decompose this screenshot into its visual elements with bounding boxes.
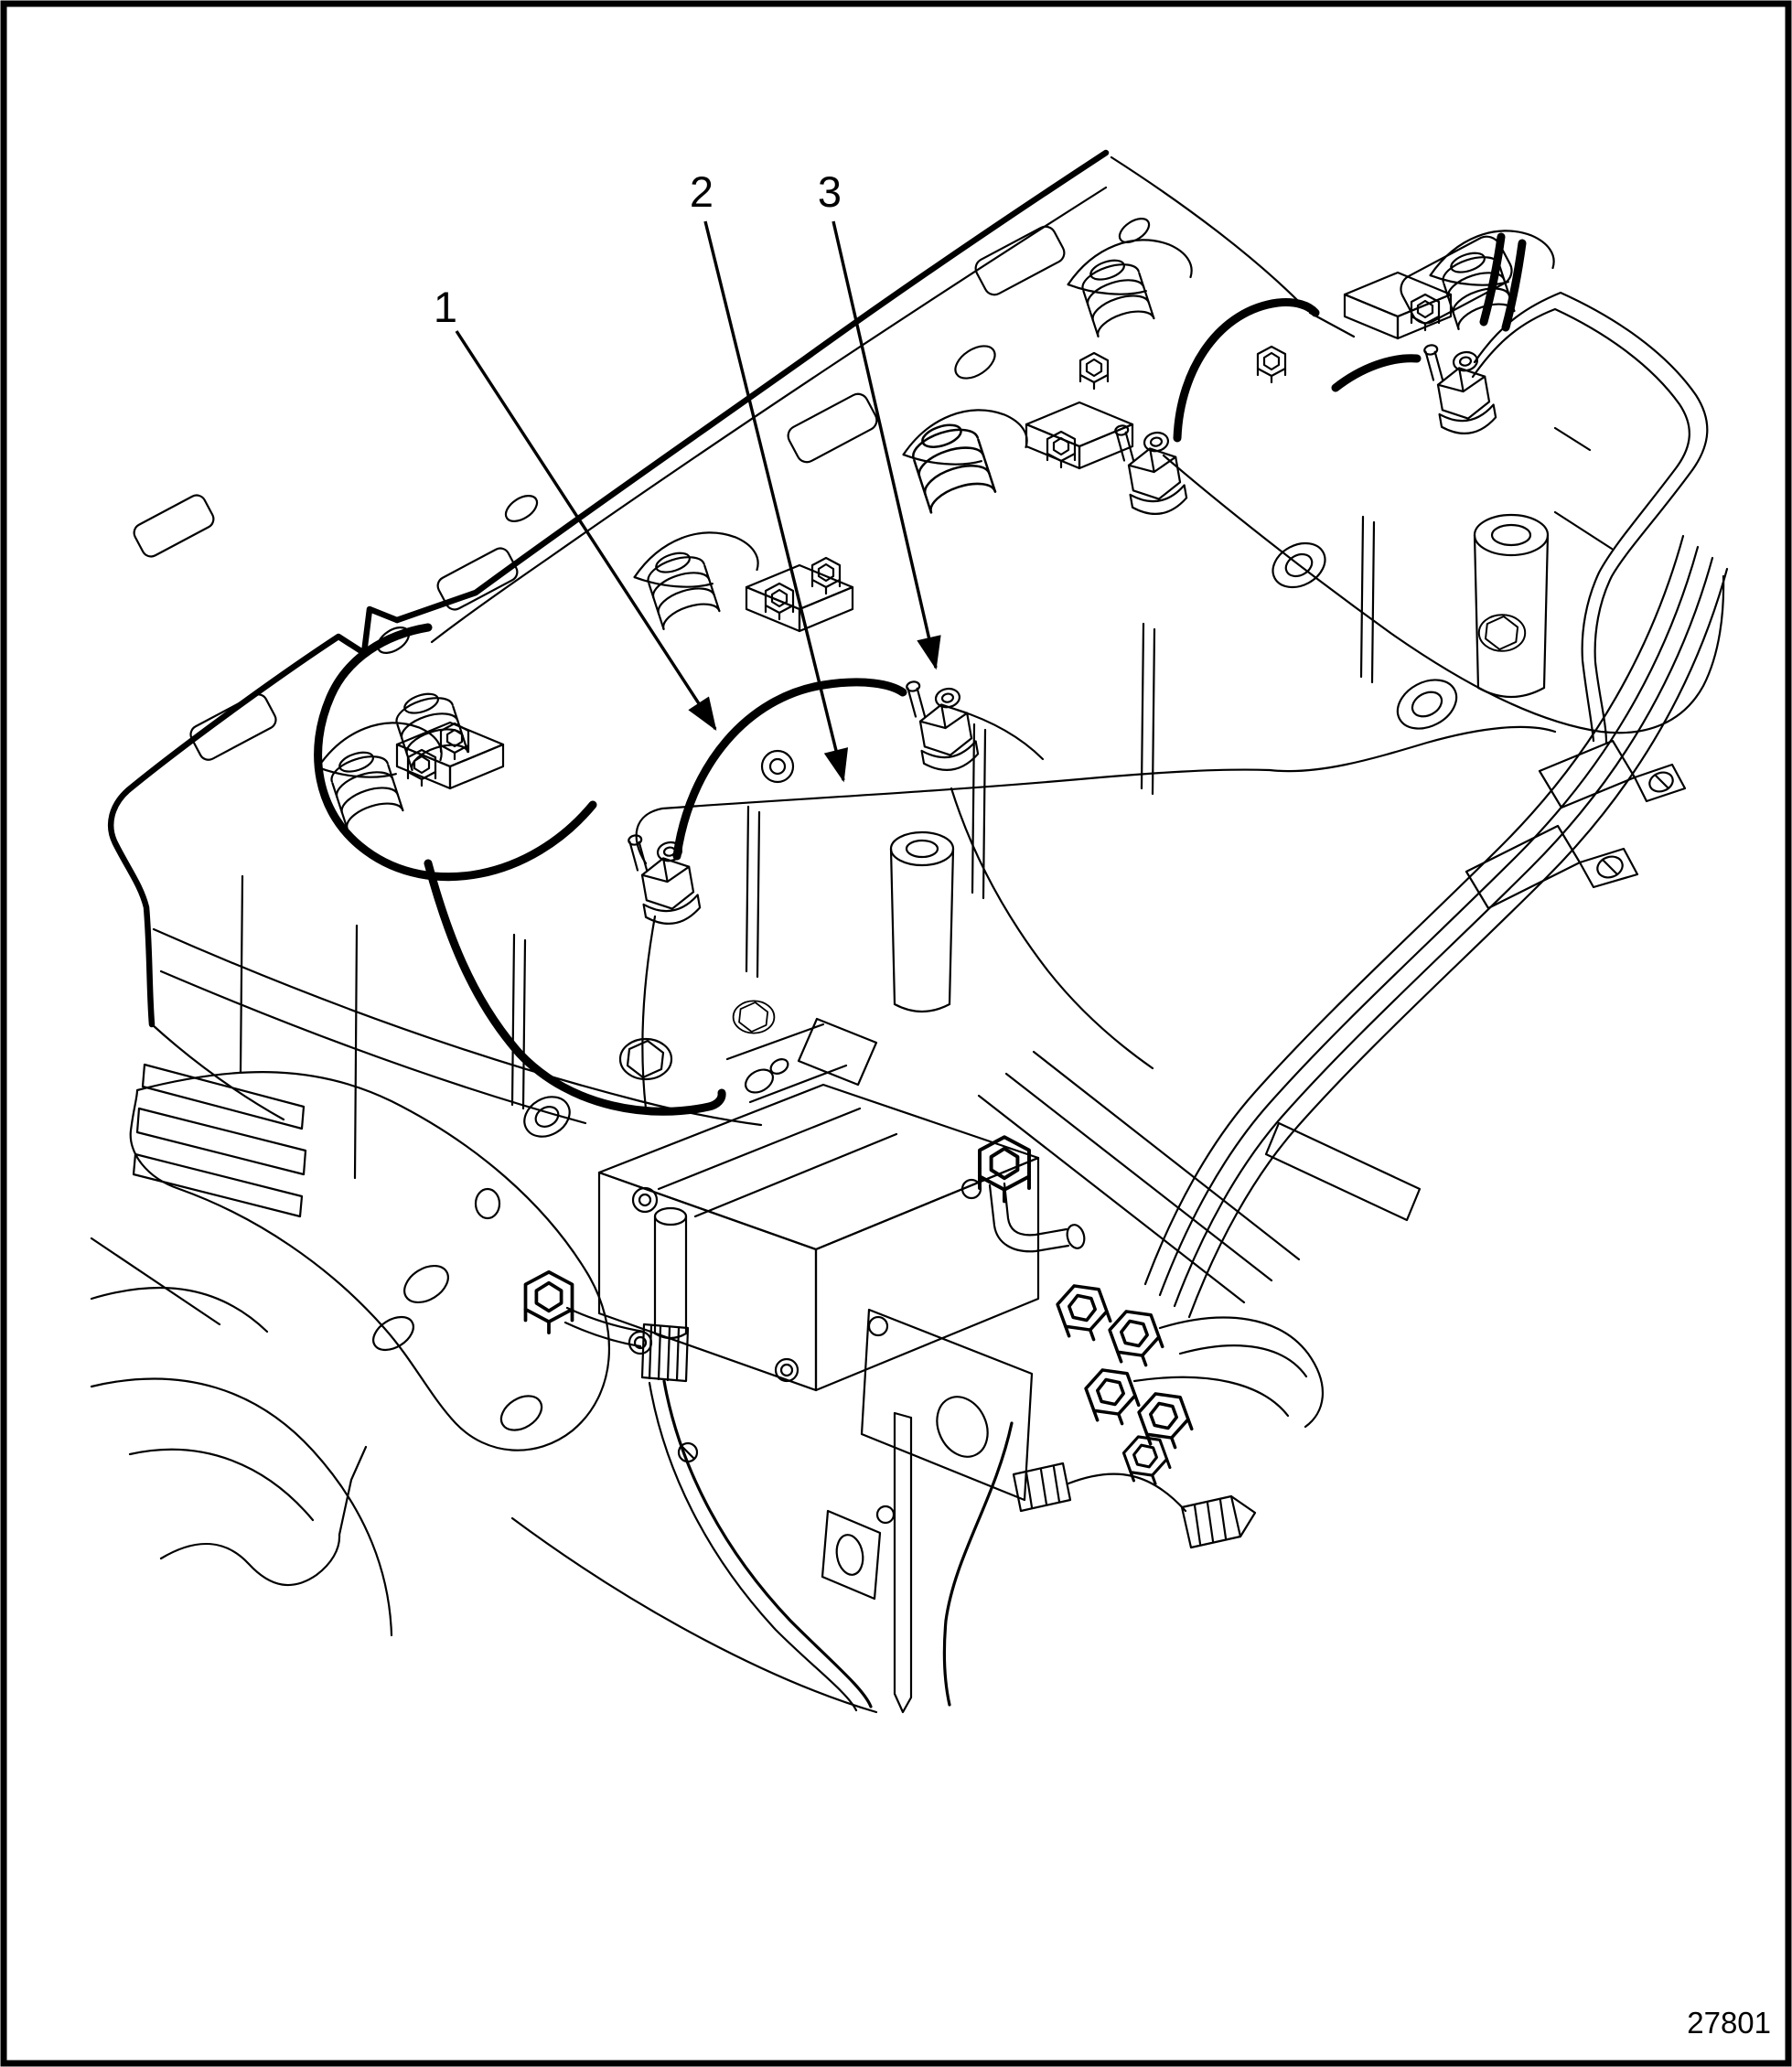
callout-2-leader [703,220,849,783]
callouts: 1 2 3 [434,167,941,783]
rocker-deck-details [133,155,1614,761]
callout-1-leader [455,330,717,732]
fuel-hoses [510,1269,1257,1714]
high-pressure-fuel-pipes [314,232,1527,1116]
head-bolt-towers [889,513,1550,1013]
delivery-valve-fittings [1051,1276,1324,1492]
flywheel-housing-outline [90,1237,393,1637]
engine-line-art [90,149,1729,1714]
pipe-clamp-bar [1264,1121,1422,1222]
mounting-bracket [129,1063,610,1451]
callout-2-label: 2 [690,167,714,216]
fuel-pipe-bundle [1143,534,1729,1319]
cylinder-head-outline [107,149,1110,1028]
callout-1-label: 1 [434,283,457,331]
pipe-clamp-upper [1538,739,1687,809]
block-front-face [150,515,1527,1220]
figure-number: 27801 [1687,2006,1771,2040]
pipe-clamp-lower [1465,824,1639,910]
fuel-return-lines [635,291,1725,1110]
callout-3-leader [832,220,941,670]
injection-pump [597,1017,1324,1601]
callout-3-label: 3 [818,167,842,216]
valve-gear [313,224,1557,830]
